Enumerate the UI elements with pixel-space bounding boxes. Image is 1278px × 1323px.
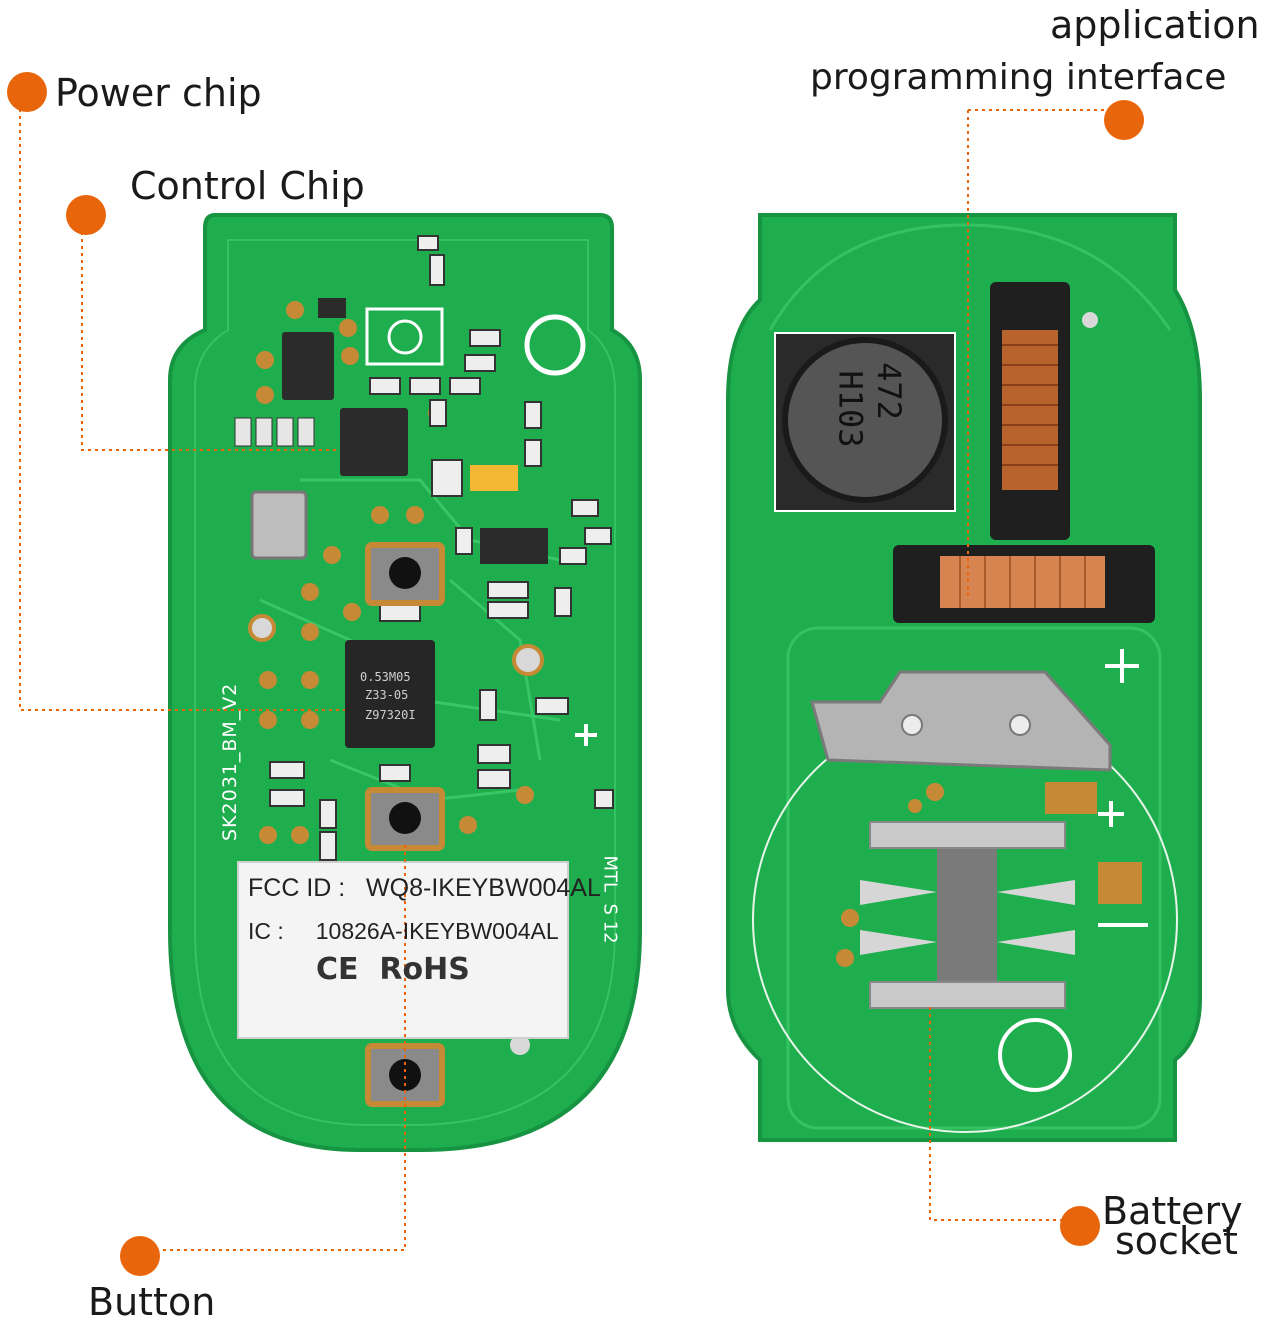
battery-socket-label-line1: Battery: [1102, 1189, 1243, 1233]
api-marker: [1104, 100, 1144, 140]
ic-text: IC : 10826A-IKEYBW004AL: [248, 918, 559, 944]
ce-rohs-text: CE RoHS: [316, 952, 470, 987]
chip-marking-1: 0.53M05: [360, 670, 411, 684]
api-label-line2: programming interface: [810, 57, 1227, 98]
leader-lines: [19, 95, 1120, 1251]
power-chip-marker: [7, 72, 47, 112]
button-marker: [120, 1236, 160, 1276]
api-label-line1: application: [1050, 3, 1260, 47]
inductor-marking-2: H103: [831, 370, 870, 448]
battery-socket-marker: [1060, 1206, 1100, 1246]
control-chip-label: Control Chip: [130, 164, 365, 208]
chip-marking-2: Z33-05: [365, 688, 409, 702]
back-board: [575, 213, 1202, 1142]
power-chip-label: Power chip: [55, 71, 262, 115]
chip-marking-3: Z97320I: [365, 708, 416, 722]
inductor-marking-1: 472: [869, 362, 908, 420]
side-silkscreen-text: MTL S 12: [599, 855, 621, 944]
battery-socket-label-line2: socket: [1115, 1219, 1238, 1263]
button-label: Button: [88, 1280, 216, 1323]
control-chip-marker: [66, 195, 106, 235]
front-board: [168, 213, 642, 1152]
silkscreen-text: SK2031_BM_V2: [219, 682, 241, 841]
fcc-id-text: FCC ID : WQ8-IKEYBW004AL: [248, 874, 601, 902]
